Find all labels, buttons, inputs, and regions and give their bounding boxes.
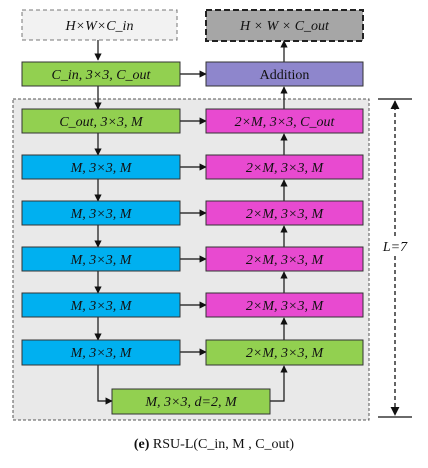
dec2-box bbox=[205, 154, 364, 180]
conv-in-label: C_in, 3×3, C_out bbox=[52, 68, 152, 83]
enc4-box bbox=[21, 246, 181, 272]
dec4-label: 2×M, 3×3, M bbox=[246, 253, 325, 268]
dec5-label: 2×M, 3×3, M bbox=[246, 299, 325, 314]
input-label: H×W×C_in bbox=[65, 19, 134, 34]
enc3-box bbox=[21, 200, 181, 226]
enc2-label: M, 3×3, M bbox=[70, 161, 133, 176]
dec6-label: 2×M, 3×3, M bbox=[246, 346, 325, 361]
dec3-label: 2×M, 3×3, M bbox=[246, 207, 325, 222]
caption-tag: (e) bbox=[133, 437, 150, 452]
dec4-box bbox=[205, 246, 364, 272]
figure-caption: (e) RSU-L(C_in, M , C_out) bbox=[0, 437, 428, 453]
enc6-box bbox=[21, 339, 181, 366]
depth-label: L=7 bbox=[382, 240, 408, 255]
dec6-box bbox=[205, 339, 364, 366]
bottom-box bbox=[111, 388, 271, 415]
enc4-label: M, 3×3, M bbox=[70, 253, 133, 268]
output-box bbox=[205, 9, 364, 42]
enc1-label: C_out, 3×3, M bbox=[59, 115, 144, 130]
enc6-label: M, 3×3, M bbox=[70, 346, 133, 361]
arrow-bottom-dec6 bbox=[270, 365, 288, 402]
connectors bbox=[94, 40, 288, 405]
dec2-label: 2×M, 3×3, M bbox=[246, 161, 325, 176]
input-box bbox=[21, 9, 178, 41]
enc5-box bbox=[21, 292, 181, 318]
addition-label: Addition bbox=[260, 68, 310, 83]
dec5-box bbox=[205, 292, 364, 318]
enc1-box bbox=[21, 108, 181, 134]
dec3-box bbox=[205, 200, 364, 226]
enc3-label: M, 3×3, M bbox=[70, 207, 133, 222]
arrow-enc6-bottom bbox=[97, 365, 113, 405]
depth-indicator bbox=[378, 98, 412, 418]
blocks: H×W×C_in H × W × C_out C_in, 3×3, C_out … bbox=[21, 9, 364, 415]
dec1-box bbox=[205, 108, 364, 134]
addition-box bbox=[205, 61, 364, 87]
output-label: H × W × C_out bbox=[239, 19, 330, 34]
enc2-box bbox=[21, 154, 181, 180]
enc5-label: M, 3×3, M bbox=[70, 299, 133, 314]
caption-text: RSU-L(C_in, M , C_out) bbox=[152, 437, 295, 452]
bottom-label: M, 3×3, d=2, M bbox=[144, 395, 238, 410]
dec1-label: 2×M, 3×3, C_out bbox=[235, 115, 336, 130]
conv-in-box bbox=[21, 61, 181, 87]
